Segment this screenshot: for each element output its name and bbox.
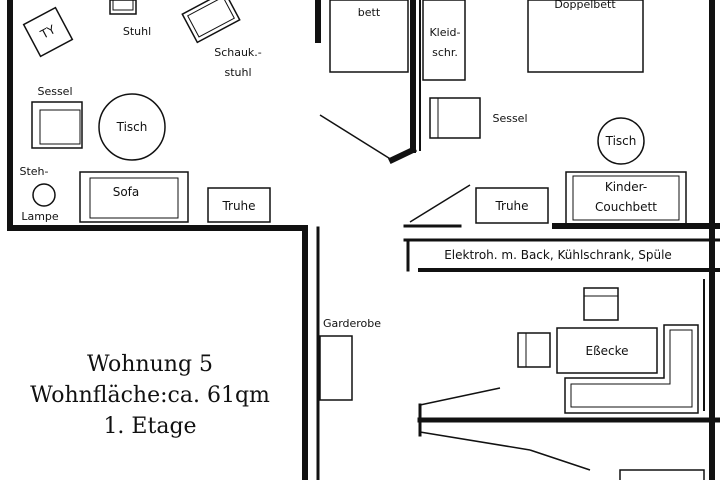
truhe-right: Truhe [475, 187, 549, 224]
walls [7, 0, 720, 480]
apartment-caption: Wohnung 5 Wohnfläche:ca. 61qm 1. Etage [0, 349, 300, 442]
dining-chair-top [583, 287, 619, 321]
tisch-left-label: Tisch [116, 120, 148, 134]
caption-apartment-number: Wohnung 5 [86, 352, 214, 377]
stuhl: Stuhl [109, 0, 151, 38]
sessel-right: Sessel [429, 97, 528, 139]
kitchen-line-label: Elektroh. m. Back, Kühlschrank, Spüle [444, 248, 672, 262]
caption-floor: 1. Etage [103, 414, 197, 439]
stehlampe-label-1: Steh- [19, 165, 48, 178]
kleiderschrank: Kleid- schr. [422, 0, 466, 81]
tv-label: TY [37, 22, 58, 42]
dining-door-swing-upper [419, 387, 501, 406]
bedroom-furniture: bett Kleid- schr. Doppelbett Sessel Tisc… [329, 0, 687, 225]
kleiderschrank-label-2: schr. [432, 46, 458, 59]
sofa: Sofa [79, 171, 189, 223]
schaukelstuhl-label-1: Schauk.- [214, 46, 262, 59]
schaukelstuhl: Schauk.- stuhl [181, 0, 262, 79]
bett: bett [329, 0, 409, 73]
dining-door-swing-lower [419, 431, 531, 451]
sessel-left: Sessel [31, 85, 83, 149]
essecke-label: Eßecke [585, 344, 628, 358]
tv: TY [22, 6, 74, 58]
door-swings [319, 114, 591, 471]
tisch-right-label: Tisch [605, 134, 637, 148]
garderobe: Garderobe [319, 317, 381, 401]
truhe-right-label: Truhe [494, 199, 528, 213]
stehlampe-label-2: Lampe [21, 210, 59, 223]
dining-chair-left [517, 332, 551, 368]
kindercouchbett: Kinder- Couchbett [565, 171, 687, 225]
lower-right-cabinet [619, 469, 705, 480]
bett-label: bett [358, 6, 381, 19]
kindercouchbett-label-2: Couchbett [595, 200, 657, 214]
living-room-furniture: TY Stuhl Schauk.- stuhl Sessel Tisch [19, 0, 271, 223]
caption-living-area: Wohnfläche:ca. 61qm [30, 383, 270, 408]
kids-door-swing [409, 184, 471, 223]
kindercouchbett-label-1: Kinder- [605, 180, 647, 194]
hallway-dining-furniture: Garderobe Eßecke [319, 287, 705, 480]
doppelbett: Doppelbett [527, 0, 644, 73]
tisch-left: Tisch [98, 93, 166, 161]
schaukelstuhl-label-2: stuhl [224, 66, 251, 79]
doppelbett-label: Doppelbett [554, 0, 616, 11]
bedroom-door-stub [388, 146, 417, 164]
kleiderschrank-label-1: Kleid- [429, 26, 460, 39]
truhe-left: Truhe [207, 187, 271, 223]
sessel-left-label: Sessel [37, 85, 72, 98]
truhe-left-label: Truhe [221, 199, 255, 213]
dining-door-swing-lower2 [529, 449, 591, 471]
essecke: Eßecke [556, 327, 658, 374]
stuhl-label: Stuhl [123, 25, 151, 38]
stehlampe: Steh- Lampe [19, 165, 58, 223]
sessel-right-label: Sessel [492, 112, 527, 125]
garderobe-label: Garderobe [323, 317, 381, 330]
tisch-right: Tisch [597, 117, 645, 165]
bedroom-door-swing [319, 114, 393, 161]
sofa-label: Sofa [113, 185, 140, 199]
corner-bench [564, 324, 699, 414]
